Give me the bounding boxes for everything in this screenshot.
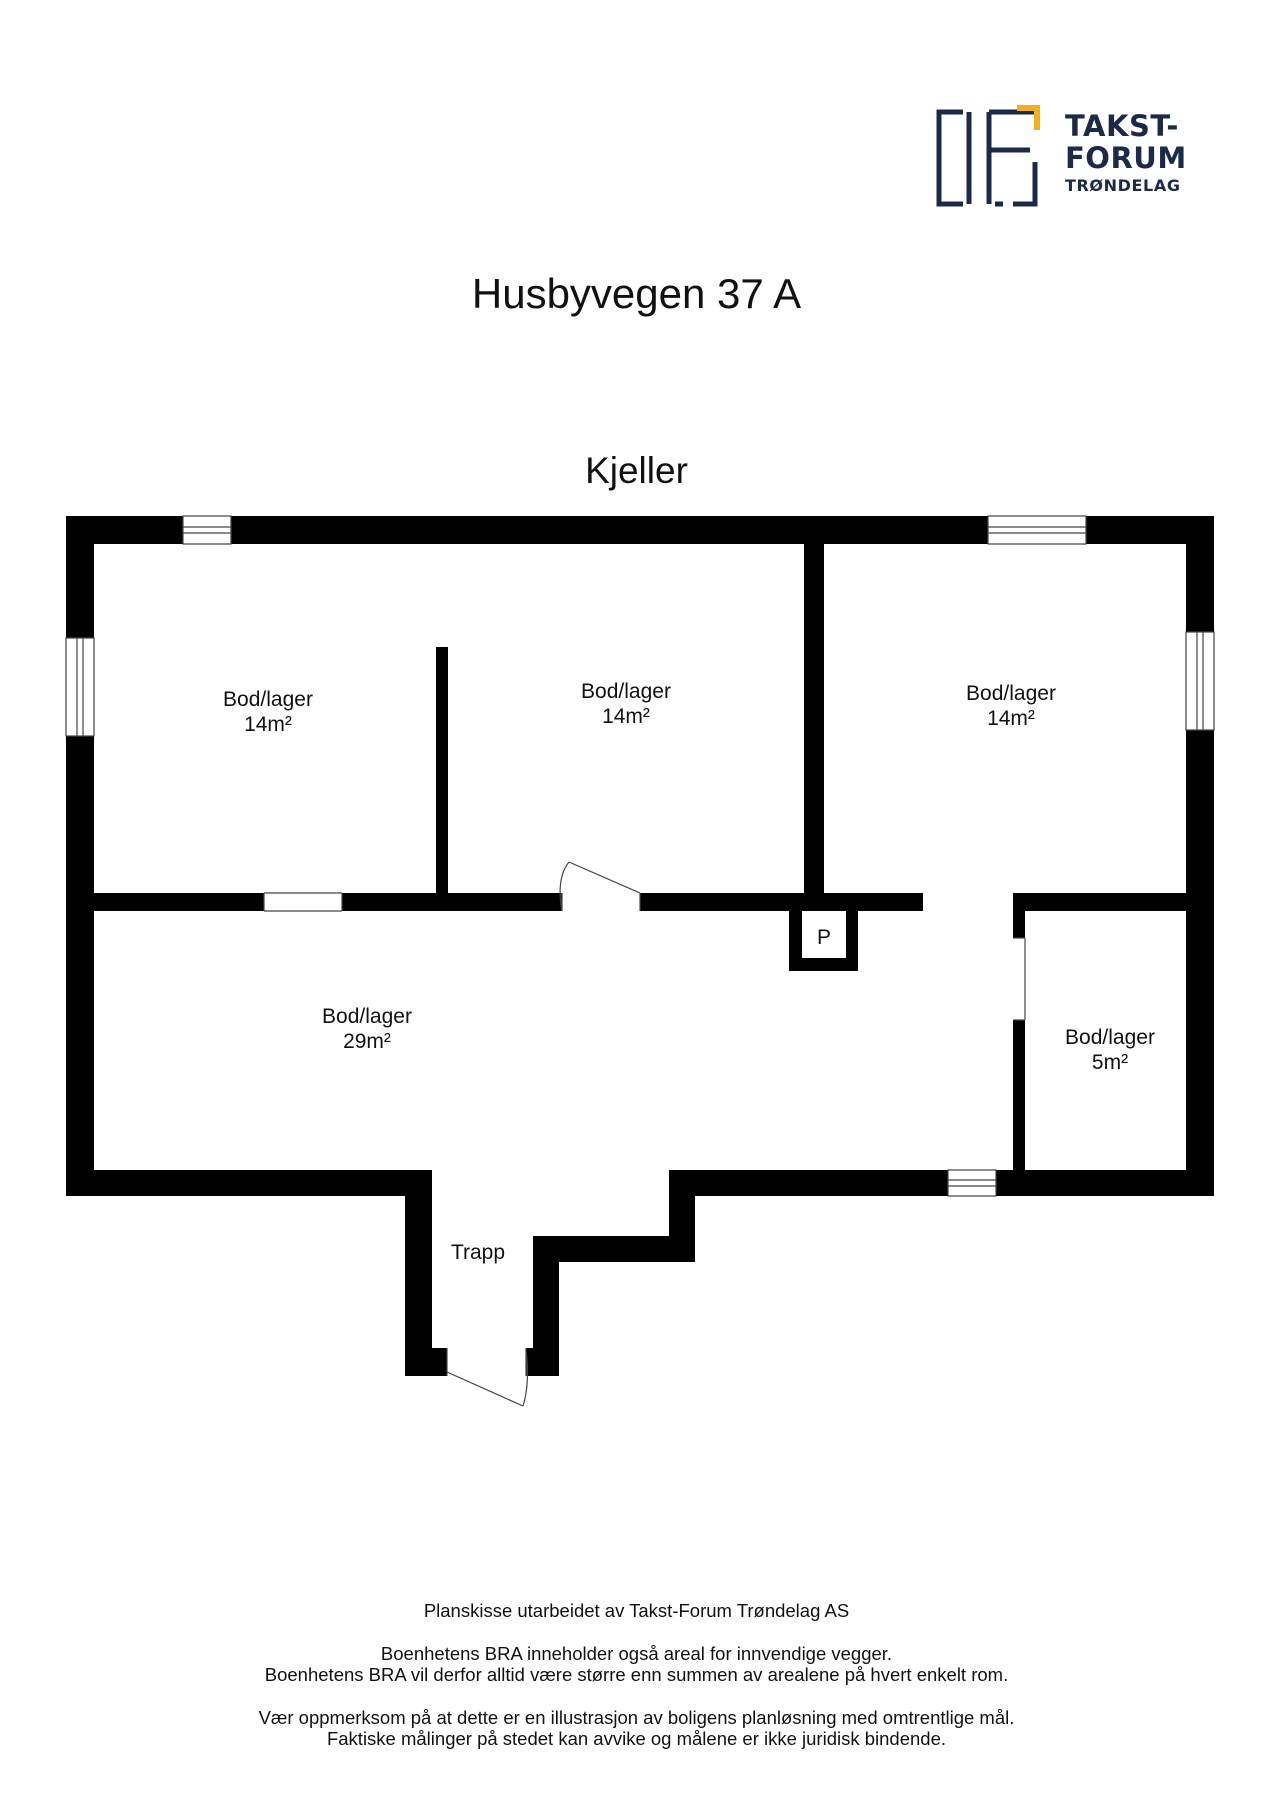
footer-bra-note-1: Boenhetens BRA inneholder også areal for… bbox=[380, 1643, 893, 1664]
room-name: Bod/lager bbox=[966, 682, 1056, 705]
wall-mid-2 bbox=[342, 893, 562, 911]
window-bottom bbox=[947, 1169, 997, 1197]
footer-bra-note-2: Boenhetens BRA vil derfor alltid være st… bbox=[264, 1664, 1009, 1685]
room-label-small: Bod/lager 5m² bbox=[1010, 1025, 1210, 1075]
footer-disclaimer-2: Faktiske målinger på stedet kan avvike o… bbox=[326, 1728, 947, 1749]
door-small-room bbox=[1013, 937, 1026, 1021]
wall-mid-3 bbox=[640, 893, 923, 911]
wall-partition-b bbox=[804, 544, 824, 893]
room-label-top-right: Bod/lager 14m² bbox=[911, 681, 1111, 731]
wall-small-room-lower bbox=[1013, 1020, 1025, 1170]
door-mid-swing bbox=[559, 861, 641, 912]
opening-mid-left bbox=[263, 892, 343, 912]
wall-small-room bbox=[1013, 893, 1025, 938]
wall-partition-a bbox=[436, 647, 448, 911]
footer: Planskisse utarbeidet av Takst-Forum Trø… bbox=[0, 1600, 1273, 1749]
footer-disclaimer-1: Vær oppmerksom på at dette er en illustr… bbox=[258, 1707, 1015, 1728]
room-area: 5m² bbox=[1091, 1051, 1129, 1074]
room-label-top-left: Bod/lager 14m² bbox=[168, 687, 368, 737]
door-entrance bbox=[446, 1348, 529, 1407]
window-right bbox=[1185, 631, 1215, 731]
room-area: 29m² bbox=[343, 1030, 391, 1053]
logo-line-1: TAKST- bbox=[1065, 109, 1179, 143]
wall-bottom-left bbox=[66, 1170, 432, 1196]
room-area: 14m² bbox=[602, 705, 650, 728]
shaft-inner bbox=[802, 911, 846, 958]
window-left bbox=[65, 637, 95, 737]
wall-bottom-right bbox=[669, 1170, 1214, 1196]
logo-text: TAKST- FORUM TRØNDELAG bbox=[1065, 112, 1187, 194]
wall-left bbox=[66, 516, 94, 1196]
stair-label: Trapp bbox=[450, 1241, 506, 1264]
room-label-top-middle: Bod/lager 14m² bbox=[526, 679, 726, 729]
walls bbox=[66, 516, 1214, 1376]
room-name: Bod/lager bbox=[581, 680, 671, 703]
wall-right bbox=[1186, 516, 1214, 1196]
takst-forum-logo-icon bbox=[936, 105, 1040, 207]
wall-stair-left-foot bbox=[405, 1348, 447, 1376]
property-title: Husbyvegen 37 A bbox=[471, 270, 802, 317]
wall-stair-right-foot bbox=[526, 1348, 559, 1376]
windows bbox=[65, 515, 1215, 1197]
wall-stair-left bbox=[405, 1170, 432, 1376]
room-area: 14m² bbox=[987, 707, 1035, 730]
room-area: 14m² bbox=[244, 713, 292, 736]
window-top-left bbox=[182, 515, 232, 545]
room-name: Bod/lager bbox=[1065, 1026, 1155, 1049]
window-top-right bbox=[987, 515, 1087, 545]
doors bbox=[263, 861, 1026, 1407]
floor-name: Kjeller bbox=[585, 450, 688, 491]
room-name: Bod/lager bbox=[322, 1005, 412, 1028]
logo-line-2: FORUM bbox=[1065, 141, 1187, 175]
footer-credit: Planskisse utarbeidet av Takst-Forum Trø… bbox=[423, 1600, 850, 1621]
shaft-label: P bbox=[817, 926, 831, 949]
wall-mid-1 bbox=[94, 893, 264, 911]
room-name: Bod/lager bbox=[223, 688, 313, 711]
wall-mid-4 bbox=[1013, 893, 1186, 911]
room-label-large: Bod/lager 29m² bbox=[267, 1004, 467, 1054]
wall-step-horizontal bbox=[533, 1236, 695, 1262]
logo-line-3: TRØNDELAG bbox=[1065, 176, 1181, 195]
